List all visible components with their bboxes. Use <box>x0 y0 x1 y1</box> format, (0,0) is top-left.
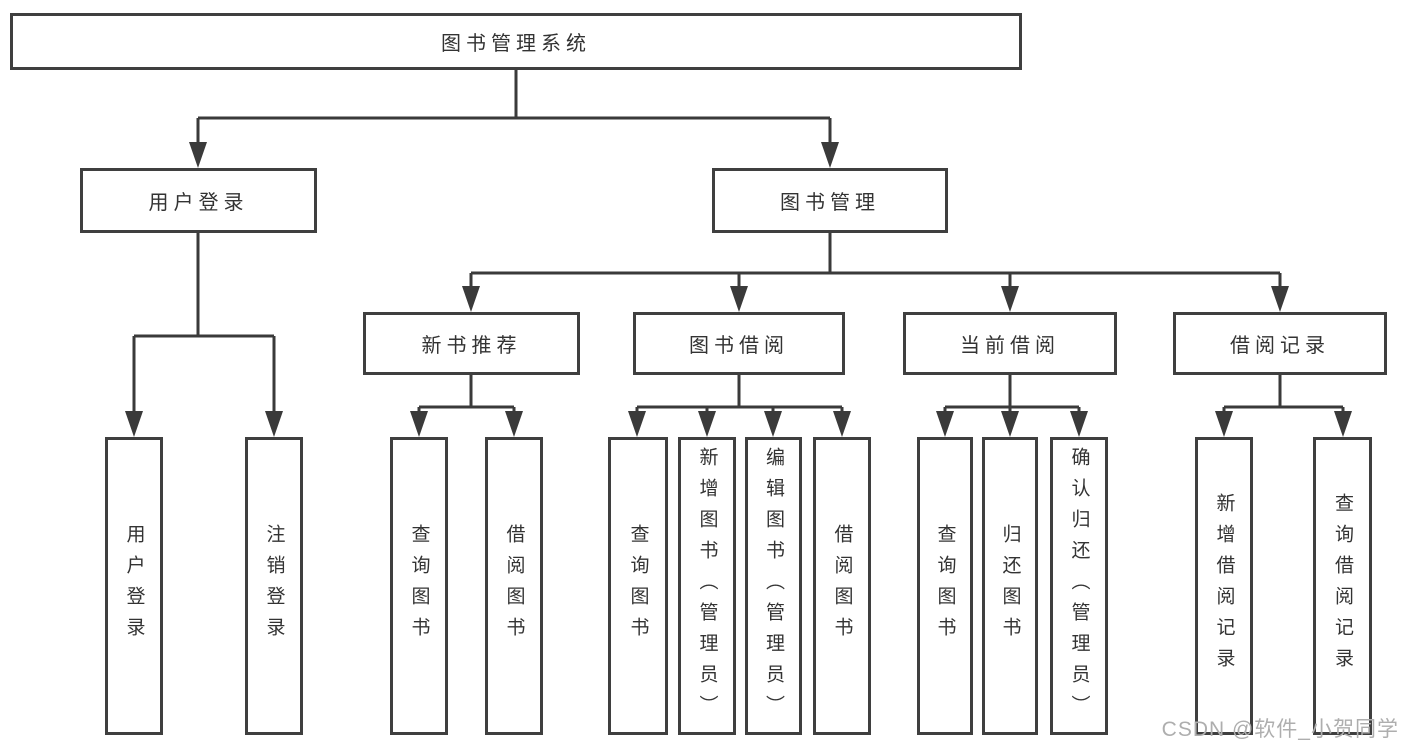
node-book-borrow: 图书借阅 <box>633 312 845 375</box>
edge-new-book-children <box>417 375 516 412</box>
leaf-br-query-record: 查询借阅记录 <box>1313 437 1372 735</box>
csdn-watermark: CSDN @软件_小贺同学 <box>1161 718 1399 741</box>
leaf-bb-borrow-book: 借阅图书 <box>813 437 871 735</box>
node-borrow-record-label: 借阅记录 <box>1230 335 1330 357</box>
leaf-cb-return-book: 归还图书 <box>982 437 1038 735</box>
node-user-login-label: 用户登录 <box>148 192 249 214</box>
leaf-bb-add-book-admin-label: 新增图书（管理员） <box>696 446 718 726</box>
edge-user-login-children <box>132 233 276 412</box>
node-borrow-record: 借阅记录 <box>1173 312 1387 375</box>
node-user-login: 用户登录 <box>80 168 317 233</box>
leaf-bb-borrow-book-label: 借阅图书 <box>831 524 853 648</box>
leaf-cb-confirm-return-admin: 确认归还（管理员） <box>1050 437 1108 735</box>
leaf-logout: 注销登录 <box>245 437 303 735</box>
arrowheads <box>125 142 1352 437</box>
leaf-bb-query-book-label: 查询图书 <box>627 524 649 648</box>
leaf-cb-query-book-label: 查询图书 <box>934 524 956 648</box>
leaf-logout-label: 注销登录 <box>263 524 285 648</box>
leaf-nb-borrow-book-label: 借阅图书 <box>503 524 525 648</box>
leaf-cb-confirm-return-admin-label: 确认归还（管理员） <box>1068 446 1090 726</box>
leaf-br-add-record: 新增借阅记录 <box>1195 437 1253 735</box>
node-current-borrow-label: 当前借阅 <box>960 335 1060 357</box>
leaf-br-query-record-label: 查询借阅记录 <box>1332 493 1353 679</box>
edge-book-mgmt-children <box>469 233 1282 287</box>
node-new-book-recommend-label: 新书推荐 <box>421 335 522 357</box>
node-root-label: 图书管理系统 <box>441 33 591 55</box>
leaf-cb-query-book: 查询图书 <box>917 437 973 735</box>
edge-root-to-level2 <box>196 70 832 143</box>
leaf-user-login: 用户登录 <box>105 437 163 735</box>
leaf-bb-add-book-admin: 新增图书（管理员） <box>678 437 736 735</box>
leaf-bb-edit-book-admin-label: 编辑图书（管理员） <box>763 446 784 726</box>
node-book-mgmt-label: 图书管理 <box>780 192 880 214</box>
node-book-mgmt: 图书管理 <box>712 168 948 233</box>
leaf-bb-query-book: 查询图书 <box>608 437 668 735</box>
edge-borrow-record-children <box>1222 375 1345 412</box>
node-new-book-recommend: 新书推荐 <box>363 312 580 375</box>
edge-current-borrow-children <box>943 375 1081 412</box>
leaf-nb-query-book: 查询图书 <box>390 437 448 735</box>
node-book-borrow-label: 图书借阅 <box>689 335 789 357</box>
leaf-user-login-label: 用户登录 <box>123 524 145 648</box>
leaf-nb-query-book-label: 查询图书 <box>408 524 430 648</box>
node-current-borrow: 当前借阅 <box>903 312 1117 375</box>
node-root: 图书管理系统 <box>10 13 1022 70</box>
edge-book-borrow-children <box>635 375 844 412</box>
leaf-nb-borrow-book: 借阅图书 <box>485 437 543 735</box>
leaf-br-add-record-label: 新增借阅记录 <box>1213 493 1235 679</box>
leaf-bb-edit-book-admin: 编辑图书（管理员） <box>745 437 802 735</box>
leaf-cb-return-book-label: 归还图书 <box>999 524 1021 648</box>
